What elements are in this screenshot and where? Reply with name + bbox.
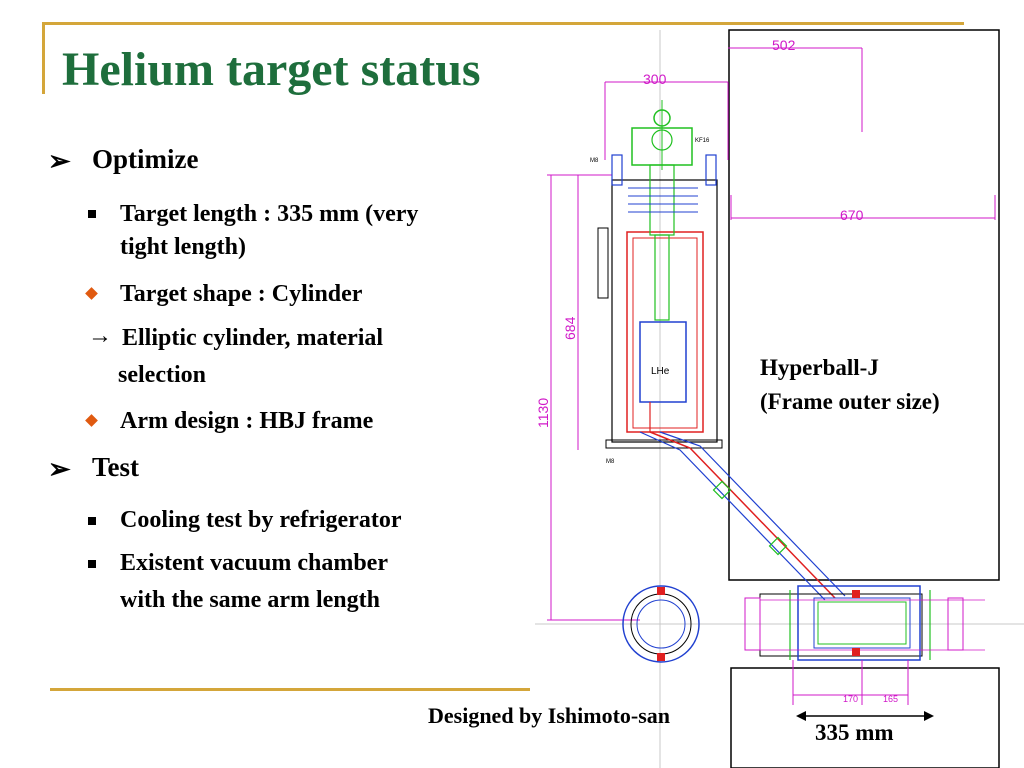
target-handle <box>597 227 609 299</box>
top-rule <box>42 22 964 25</box>
square-bullet-icon <box>88 517 96 525</box>
section-bullet-icon: ➢ <box>48 454 71 484</box>
cold-head <box>631 127 693 166</box>
lhe-cell <box>639 321 687 403</box>
target-body-frame <box>611 179 718 443</box>
dimension-684: 684 <box>562 316 578 340</box>
section-bullet-icon: ➢ <box>48 146 71 176</box>
bottom-rule <box>50 688 530 691</box>
dimension-1130: 1130 <box>535 398 551 428</box>
hyperball-label-line1: Hyperball-J <box>760 355 879 380</box>
hyperball-frame-upper <box>728 29 1000 581</box>
dimension-165: 165 <box>883 694 898 704</box>
tag-lhe: LHe <box>651 366 670 377</box>
slide-title: Helium target status <box>62 43 481 96</box>
designer-credit: Designed by Ishimoto-san <box>428 703 671 728</box>
radiation-shield <box>626 231 704 433</box>
item-cooling-test: Cooling test by refrigerator <box>120 507 402 533</box>
square-bullet-icon <box>88 210 96 218</box>
dimension-670: 670 <box>840 207 864 223</box>
tag-m8-bottom: M8 <box>606 459 615 465</box>
dimension-502: 502 <box>772 37 796 53</box>
target-length-label: 335 mm <box>815 720 894 745</box>
dimension-300: 300 <box>643 71 667 87</box>
item-vacuum-line1: Existent vacuum chamber <box>120 550 388 576</box>
arrow-icon: → <box>88 323 112 349</box>
section-heading-test: Test <box>92 452 140 482</box>
hyperball-label-line2: (Frame outer size) <box>760 389 940 414</box>
item-arm-design: Arm design : HBJ frame <box>120 408 374 434</box>
cross-section-view <box>622 585 700 663</box>
item-target-length-line2: tight length) <box>120 234 246 260</box>
square-bullet-icon <box>88 560 96 568</box>
left-rule <box>42 22 45 94</box>
item-target-shape: Target shape : Cylinder <box>120 281 363 307</box>
item-elliptic-line1: Elliptic cylinder, material <box>122 325 384 351</box>
item-vacuum-line2: with the same arm length <box>120 587 380 613</box>
hyperball-frame-lower <box>730 667 1000 768</box>
tag-kf16: KF16 <box>695 138 710 144</box>
arm-tube <box>649 431 836 599</box>
item-target-length-line1: Target length : 335 mm (very <box>120 201 419 227</box>
dimension-170: 170 <box>843 694 858 704</box>
target-end-view <box>759 593 923 657</box>
section-heading-optimize: Optimize <box>92 144 199 174</box>
item-elliptic-line2: selection <box>118 362 206 388</box>
tag-m8-top: M8 <box>590 158 599 164</box>
